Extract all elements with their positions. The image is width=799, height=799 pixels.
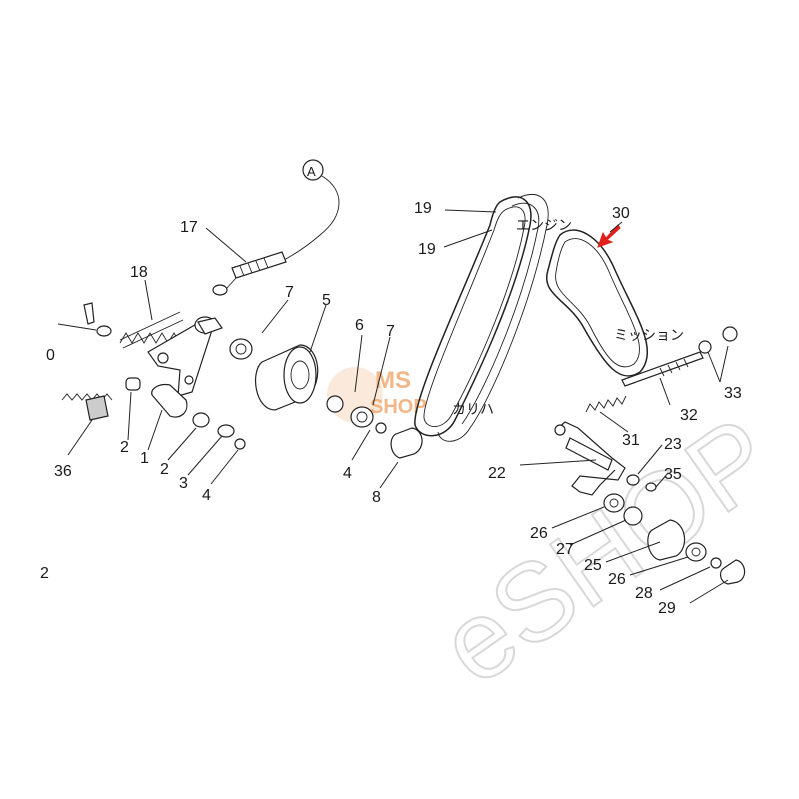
part-label-29: 29: [658, 600, 676, 617]
throttle-cable: [279, 175, 340, 263]
ms-shop-logo: MS SHOP: [327, 367, 427, 423]
part-label-32: 32: [680, 407, 698, 424]
part-label-2b: 2: [160, 461, 169, 478]
block-36: [85, 395, 109, 421]
part-label-30: 30: [612, 205, 630, 222]
belt-19: [414, 194, 549, 442]
bearings-right: [603, 493, 746, 585]
spring-31: [585, 395, 627, 413]
part-label-36: 36: [54, 463, 72, 480]
part-label-26b: 26: [608, 571, 626, 588]
svg-text:MS: MS: [375, 367, 411, 394]
part-label-12: 2: [40, 565, 49, 582]
part-label-2a: 2: [120, 439, 129, 456]
label-mission: ミッション: [614, 328, 684, 344]
svg-text:SHOP: SHOP: [370, 396, 427, 418]
highlight-arrow: [597, 224, 621, 248]
part-label-19a: 19: [414, 200, 432, 217]
leader-lines: [67, 209, 729, 604]
watermark-eshop: eSHOP: [419, 394, 795, 709]
part-label-18: 18: [130, 264, 148, 281]
label-engine: エンジン: [516, 218, 572, 234]
tension-arm: [147, 316, 223, 397]
belt-30: [545, 229, 649, 377]
part-label-3: 3: [179, 475, 188, 492]
part-label-33: 33: [724, 385, 742, 402]
part-label-8: 8: [372, 489, 381, 506]
part-label-35: 35: [664, 466, 682, 483]
part-label-6: 6: [355, 317, 364, 334]
part-label-4b: 4: [343, 465, 352, 482]
part-label-25: 25: [584, 557, 602, 574]
label-kariha: カリハ: [452, 402, 494, 418]
part-label-7b: 7: [386, 323, 395, 340]
part-label-17: 17: [180, 219, 198, 236]
part-label-22: 22: [488, 465, 506, 482]
part-label-31: 31: [622, 432, 640, 449]
part-label-23: 23: [664, 436, 682, 453]
svg-text:A: A: [307, 164, 316, 179]
part-label-27: 27: [556, 541, 574, 558]
washer-23: [626, 474, 640, 486]
nuts-33: [698, 326, 738, 354]
part-label-10: 0: [46, 347, 55, 364]
tension-arm-right: [554, 421, 626, 496]
tension-pulley-5: [254, 344, 319, 411]
part-label-19b: 19: [418, 241, 436, 258]
ring-35: [645, 482, 657, 492]
bushings-left: [125, 377, 246, 450]
part-label-4a: 4: [202, 487, 211, 504]
part-label-1: 1: [140, 450, 149, 467]
part-label-26a: 26: [530, 525, 548, 542]
cable-adjuster: [212, 251, 287, 296]
part-numbers: 17 18 7 5 6 7 0 36 2 1 2 3 4 4 8 2 19 19…: [40, 200, 742, 617]
part-label-7a: 7: [285, 284, 294, 301]
part-label-5: 5: [322, 292, 331, 309]
washer-10: [57, 302, 112, 337]
callout-a: A: [302, 159, 324, 181]
part-label-28: 28: [635, 585, 653, 602]
rod-32: [621, 351, 704, 387]
bearing-7-left: [229, 338, 253, 360]
